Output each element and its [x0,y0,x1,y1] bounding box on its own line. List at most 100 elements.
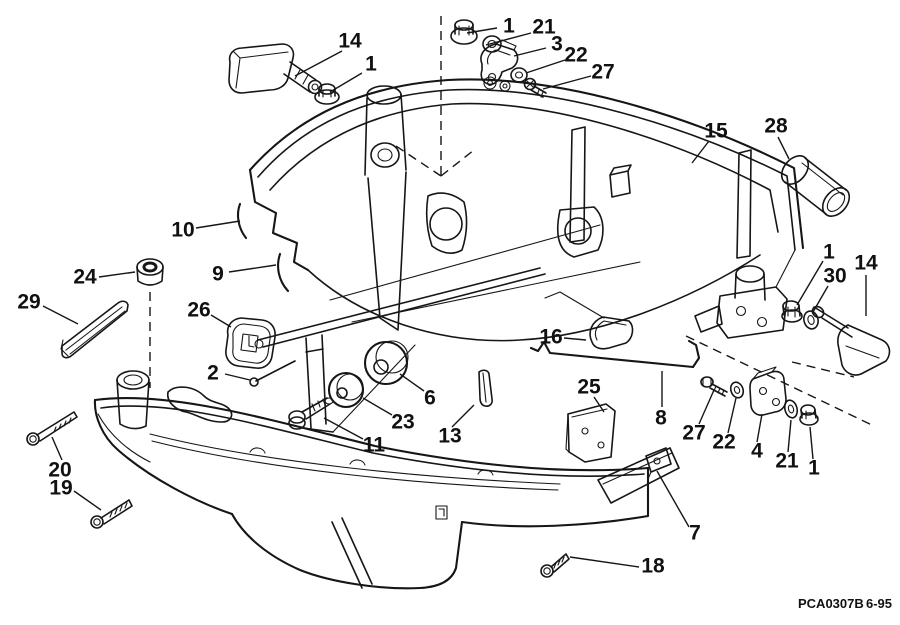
callout-label-10-9: 10 [171,219,194,242]
callout-leader-1-6 [329,72,363,93]
callout-label-19-31: 19 [49,477,72,500]
callout-label-18-33: 18 [641,555,665,578]
part-26-latch-button [225,317,276,369]
callout-leader-29-12 [42,305,79,325]
part-2-pin [249,360,296,387]
part-1-nut-right [781,300,803,323]
part-14-lift-handle-right [811,305,891,376]
callout-label-22-26: 22 [712,431,735,454]
callout-leader-23-20 [362,397,393,416]
callout-leader-22-3 [525,59,566,74]
callout-leader-21-1 [485,32,532,46]
part-24-grommet [136,258,164,286]
callout-leader-4-27 [756,413,763,443]
callout-label-27-4: 27 [591,61,614,84]
callout-leader-26-13 [210,314,232,328]
part-27-screw-bottom [700,376,728,397]
callout-leader-15-7 [691,140,710,164]
part-9-retainer-clip [277,252,290,293]
callout-label-8-24: 8 [655,407,667,430]
part-19-bolt [90,499,133,529]
part-22-washer-bottom [729,381,745,399]
part-16-pad [589,316,634,350]
callout-label-23-20: 23 [391,411,414,434]
callout-leader-24-10 [98,271,136,278]
part-7-rear-plate [597,447,680,504]
part-20-bolt [26,411,78,446]
callout-leader-28-8 [777,136,790,160]
callout-leader-25-23 [593,396,605,413]
callout-leader-27-25 [698,389,715,425]
callout-label-6-19: 6 [424,387,436,410]
callout-label-14-5: 14 [338,30,362,53]
callout-leader-10-9 [195,220,241,229]
figure-code: PCA0307B [798,596,864,611]
part-21-washer-bottom [783,399,799,419]
callout-leader-9-11 [228,264,277,273]
callout-label-30-16: 30 [823,265,846,288]
callout-label-24-10: 24 [73,266,97,289]
part-6-grommet [363,340,409,386]
part-1-nut-bottom [799,404,819,426]
callout-label-28-8: 28 [764,115,788,138]
part-23-washer-disc [327,371,365,409]
callout-leader-16-18 [563,337,587,341]
callout-label-29-12: 29 [17,291,40,314]
callout-label-7-32: 7 [689,522,701,545]
callout-label-25-23: 25 [577,376,601,399]
callout-leader-13-21 [451,404,475,428]
callout-leader-3-2 [513,47,547,57]
callout-leader-1-0 [466,27,498,34]
lower-cover-shell [93,334,650,590]
callout-label-20-30: 20 [48,459,71,482]
callout-leader-14-5 [294,50,343,77]
figure-date: 6-95 [866,596,892,611]
callout-label-2-14: 2 [207,362,219,385]
part-22-washer-top [510,67,528,83]
callout-label-27-25: 27 [682,422,705,445]
part-15-port-engine-cover [248,76,805,349]
callout-leader-27-4 [542,75,592,90]
callout-leader-22-26 [727,397,737,434]
part-8-wire-link [529,339,701,369]
callout-label-22-3: 22 [564,44,587,67]
callout-leader-21-28 [787,419,792,453]
callout-label-21-28: 21 [775,450,799,473]
part-27-screw-top [523,77,547,98]
callout-leader-19-31 [73,490,102,511]
callout-leader-20-30 [51,436,63,461]
part-13-pin [478,369,493,407]
callout-leader-11-22 [323,417,364,440]
part-28-sleeve [780,155,851,217]
part-1-nut-top-left [314,83,340,105]
alignment-dashed-lines [149,16,875,427]
part-30-washer [803,310,819,330]
callout-leader-1-15 [796,260,824,306]
callout-label-16-18: 16 [539,326,562,349]
callout-label-15-7: 15 [704,120,728,143]
callout-label-26-13: 26 [187,299,210,322]
callout-label-1-29: 1 [808,457,820,480]
callout-leader-7-32 [656,470,690,528]
callout-label-1-0: 1 [503,15,515,38]
callout-leader-2-14 [224,373,251,381]
callout-label-21-1: 21 [532,16,556,39]
part-25-plate [565,403,616,463]
callout-leader-1-29 [809,426,814,460]
callout-label-1-6: 1 [365,53,377,76]
steering-bracket [694,249,796,339]
callout-leader-18-33 [569,556,640,568]
callout-label-9-11: 9 [212,263,224,286]
callout-label-11-22: 11 [363,434,386,457]
callout-label-13-21: 13 [438,425,461,448]
callout-label-4-27: 4 [751,440,763,463]
callout-label-3-2: 3 [551,33,563,56]
callout-leader-30-16 [812,285,829,313]
callout-label-1-15: 1 [823,241,835,264]
part-4-latch-bracket [749,366,787,416]
part-29-trim-strip [60,300,129,359]
callout-leader-6-19 [399,373,425,392]
